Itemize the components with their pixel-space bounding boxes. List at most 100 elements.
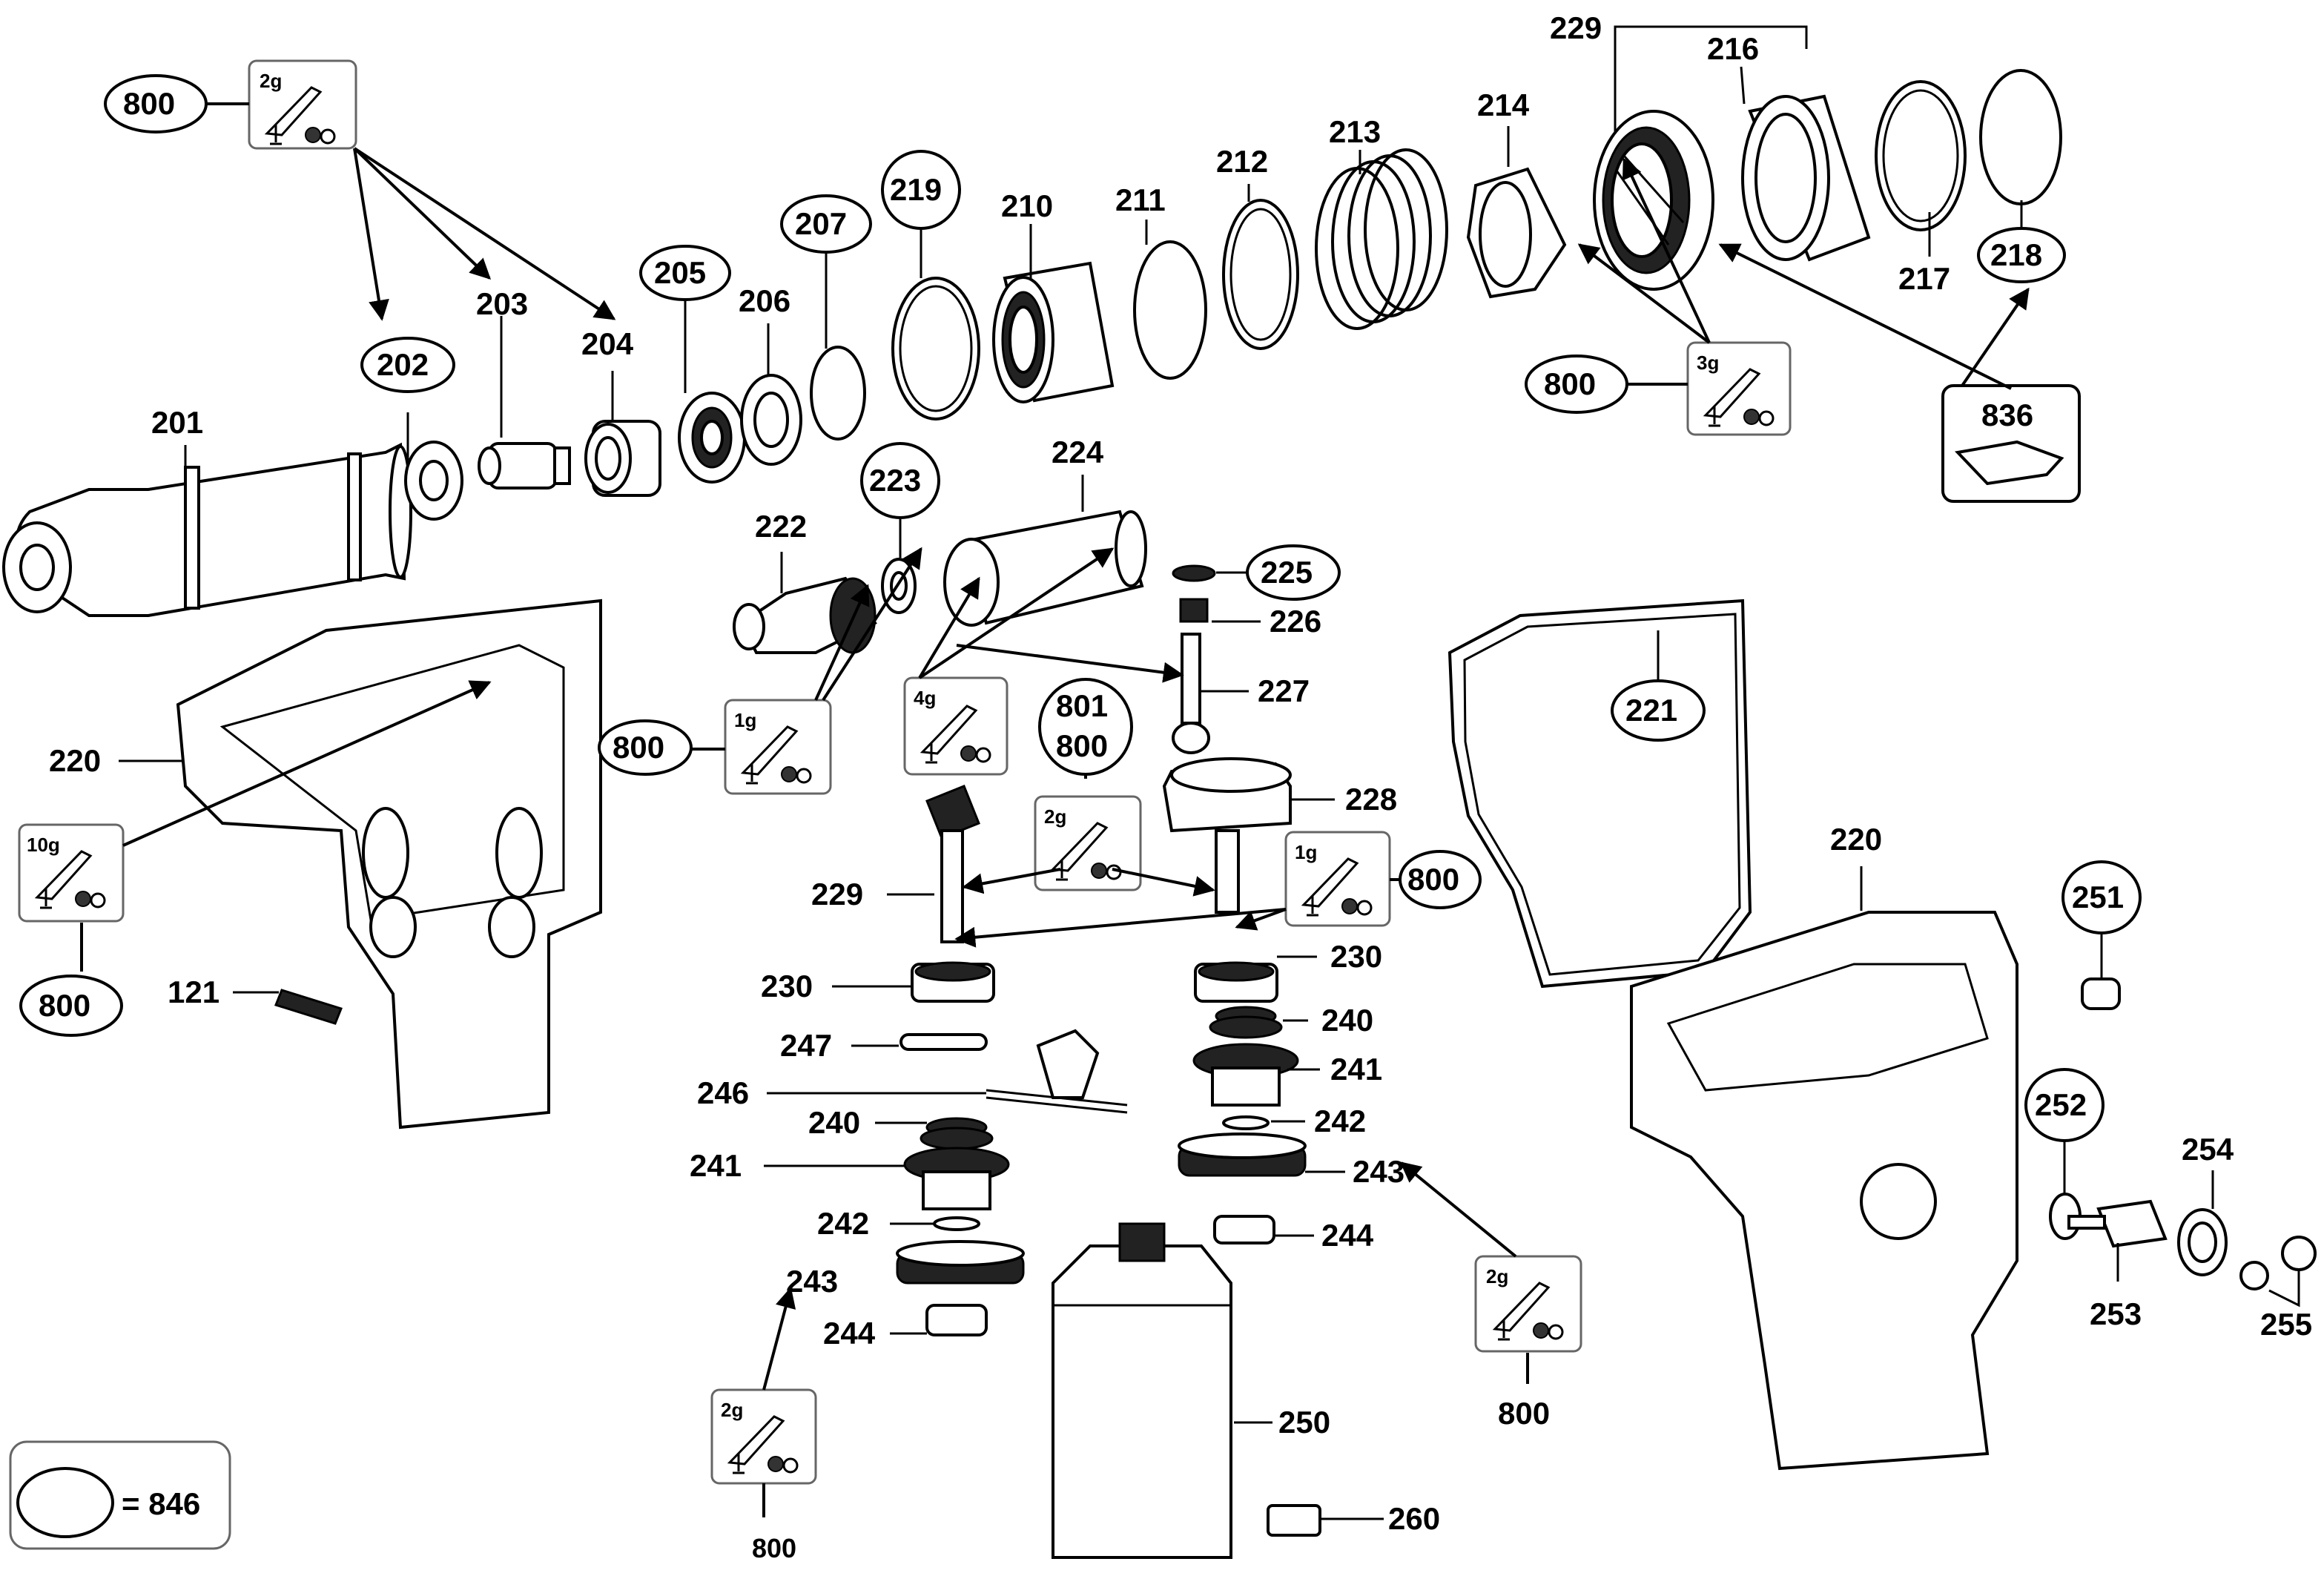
callout-241-right: 241: [1330, 1052, 1382, 1087]
callout-800: 800: [1407, 862, 1459, 897]
callout-224: 224: [1052, 435, 1104, 469]
grease-box-3g: 3g: [1686, 341, 1792, 436]
part-247-pin: [899, 1033, 988, 1051]
callout-243-right: 243: [1353, 1154, 1404, 1189]
grease-box-top: 2g: [248, 59, 357, 150]
callout-243-left: 243: [786, 1264, 838, 1299]
part-220-gear-housing-left: [176, 599, 602, 1130]
part-253-valve: [2067, 1199, 2168, 1248]
part-219-oring: [891, 277, 980, 421]
part-230-bearing-right: [1194, 961, 1278, 1003]
callout-241-left: 241: [690, 1148, 742, 1183]
part-207-ring: [810, 346, 866, 441]
part-205-bearing: [678, 392, 746, 484]
callout-206: 206: [739, 283, 790, 318]
grease-box-1g-right: 1g: [1284, 831, 1391, 927]
part-211-snap-ring: [1133, 240, 1207, 380]
grease-box-2g-mid: 2g: [1034, 795, 1142, 891]
grease-amount: 2g: [1044, 805, 1066, 828]
callout-230-left: 230: [761, 969, 813, 1003]
grease-box-2g-bottom: 2g: [710, 1388, 817, 1485]
legend: = 846: [9, 1440, 231, 1550]
callout-250: 250: [1278, 1405, 1330, 1440]
callout-227: 227: [1258, 673, 1310, 708]
callout-253: 253: [2090, 1296, 2142, 1331]
callout-226: 226: [1270, 604, 1321, 639]
callout-210: 210: [1001, 188, 1053, 223]
grease-amount: 1g: [734, 709, 756, 731]
callout-212: 212: [1216, 144, 1268, 179]
callout-836: 836: [1981, 398, 2033, 432]
part-260-brush: [1267, 1504, 1321, 1537]
part-243-gear-left: [896, 1240, 1025, 1285]
part-230-bearing-left: [911, 961, 995, 1003]
part-228-crank: [1162, 757, 1292, 914]
callout-204: 204: [581, 326, 634, 361]
part-242-washer-left: [933, 1216, 980, 1231]
callout-242-right: 242: [1314, 1104, 1366, 1138]
part-250-motor: [1052, 1222, 1232, 1559]
part-224-cylinder: [943, 510, 1147, 627]
grease-box-1g-left: 1g: [724, 699, 832, 795]
part-214-clutch-hub: [1466, 167, 1567, 299]
grease-amount: 3g: [1697, 352, 1719, 374]
legend-oval-symbol: [16, 1467, 114, 1538]
callout-220-right: 220: [1830, 822, 1882, 857]
callout-800: 800: [1544, 366, 1596, 401]
grease-amount: 2g: [1486, 1265, 1508, 1287]
part-216-bearing: [1741, 94, 1871, 262]
callout-244-left: 244: [823, 1316, 876, 1351]
part-121-screw: [274, 989, 343, 1025]
grease-amount: 4g: [914, 687, 936, 709]
callout-217: 217: [1898, 261, 1950, 296]
callout-121: 121: [168, 975, 219, 1009]
callout-230-right: 230: [1330, 939, 1382, 974]
callout-203: 203: [476, 286, 528, 321]
callout-207: 207: [795, 206, 847, 241]
callout-240-left: 240: [808, 1105, 860, 1140]
part-217-ring: [1875, 80, 1967, 231]
callout-216: 216: [1707, 31, 1759, 66]
callout-800: 800: [752, 1533, 796, 1563]
callout-254: 254: [2182, 1132, 2234, 1167]
grease-box-2g-right: 2g: [1474, 1255, 1582, 1353]
leader-lines: [80, 25, 2300, 1520]
part-244-bearing-left: [925, 1304, 988, 1336]
callout-251: 251: [2072, 880, 2124, 914]
part-255-screws: [2239, 1236, 2317, 1290]
callout-260: 260: [1388, 1501, 1440, 1536]
callout-labels: 800 201 202 203 204 205 206 207 219 210 …: [39, 10, 2312, 1563]
callout-213: 213: [1329, 114, 1381, 149]
callout-223: 223: [869, 463, 921, 498]
callout-246: 246: [697, 1075, 749, 1110]
callout-220-left: 220: [49, 743, 101, 778]
part-241-gear-left: [903, 1147, 1010, 1210]
callout-211: 211: [1115, 182, 1166, 217]
part-246-switch: [986, 1029, 1128, 1114]
part-242-washer-right: [1222, 1115, 1270, 1130]
callout-219: 219: [890, 172, 942, 207]
part-206-washer: [740, 374, 802, 466]
callout-225: 225: [1261, 555, 1313, 590]
grease-box-4g: 4g: [903, 676, 1009, 776]
part-244-bearing-right: [1213, 1215, 1275, 1244]
callout-800: 800: [123, 86, 175, 121]
callout-222: 222: [755, 509, 807, 544]
callout-800: 800: [1056, 728, 1108, 763]
callout-244-right: 244: [1321, 1218, 1374, 1253]
part-240-spring-left: [920, 1117, 994, 1150]
callout-221: 221: [1625, 693, 1677, 728]
callout-229-mid: 229: [811, 877, 863, 911]
part-210-needle-bearing: [992, 261, 1115, 403]
callout-252: 252: [2035, 1087, 2087, 1122]
callout-229-top: 229: [1550, 10, 1602, 45]
callout-218: 218: [1990, 237, 2042, 272]
callout-202: 202: [377, 347, 429, 382]
part-220-gear-housing-right: [1630, 911, 2018, 1471]
part-225-oring: [1172, 564, 1216, 582]
part-254-washer: [2177, 1208, 2228, 1276]
part-202-washer: [404, 441, 463, 521]
part-218-snap-ring: [1979, 69, 2062, 205]
callout-801: 801: [1056, 688, 1108, 723]
